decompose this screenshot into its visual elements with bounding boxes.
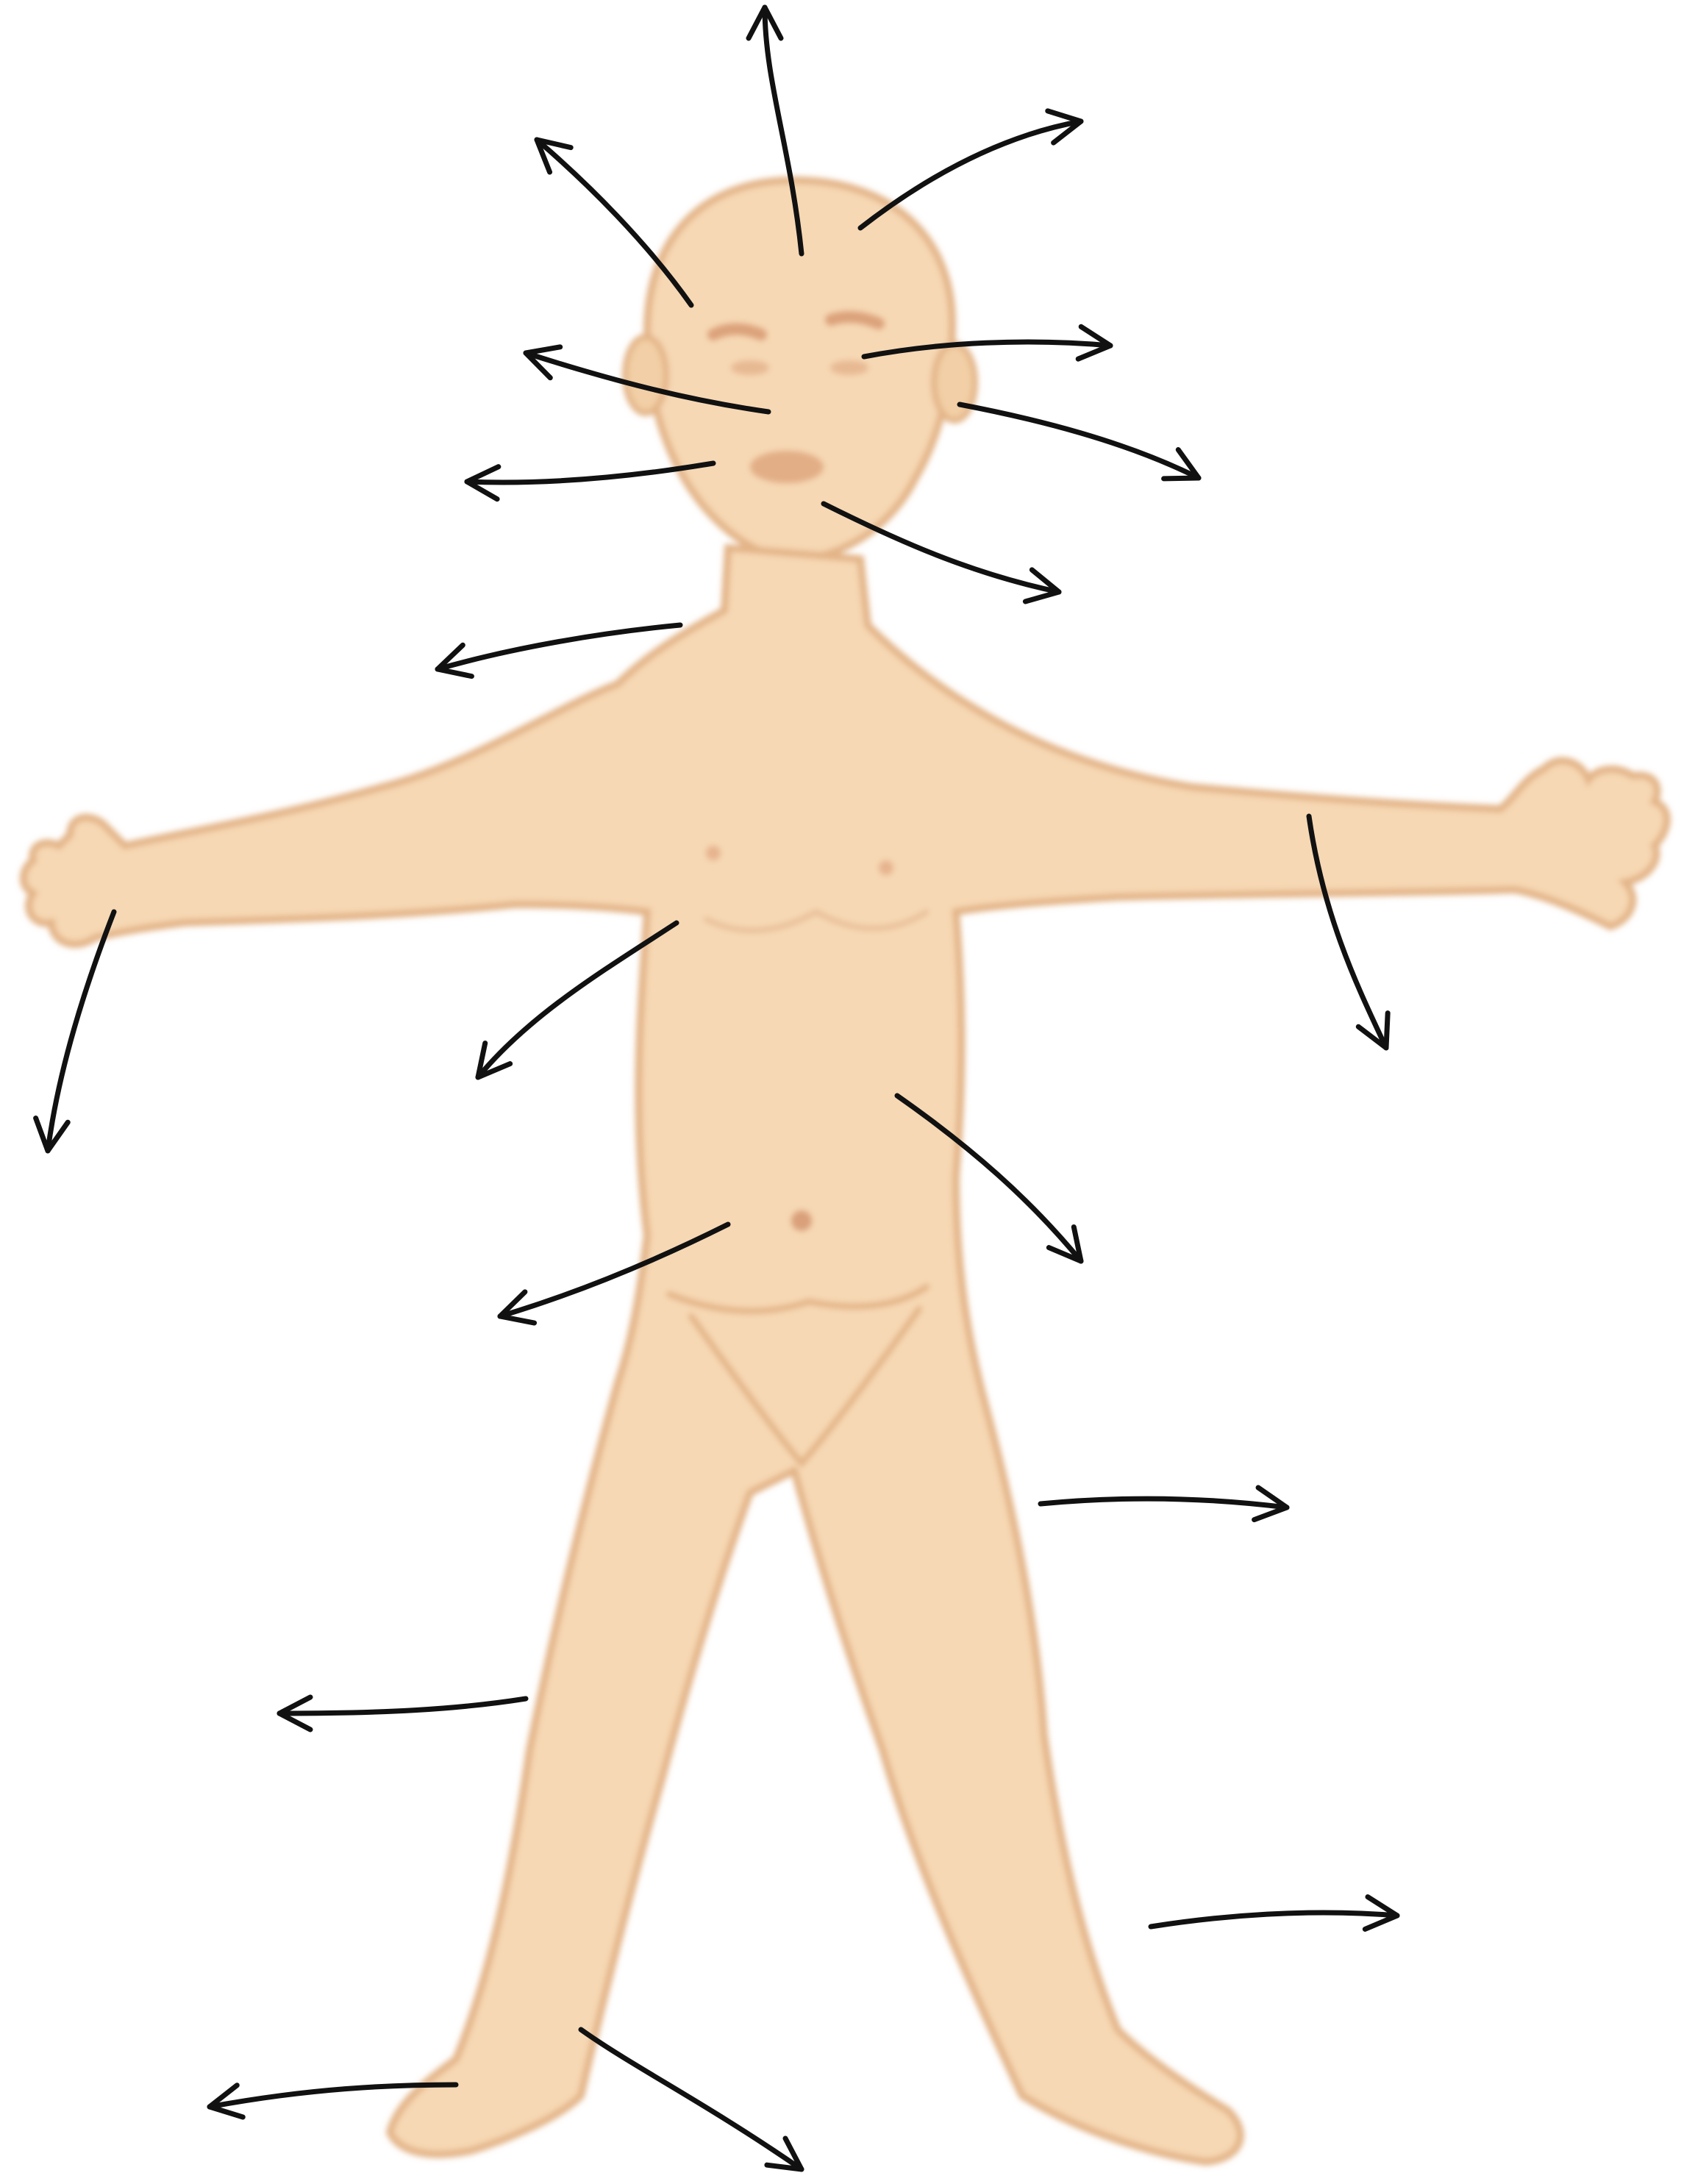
left-eye	[731, 360, 769, 375]
arrow-shaft	[48, 912, 114, 1151]
outward-arrow	[467, 463, 713, 499]
left-ear	[625, 337, 666, 413]
arrow-shaft	[960, 404, 1199, 478]
right-eye	[830, 360, 868, 375]
mouth	[750, 451, 824, 483]
outward-arrow	[581, 2030, 802, 2169]
outward-arrow	[1151, 1897, 1397, 1930]
right-eyebrow	[831, 317, 879, 324]
arrow-head-icon	[767, 2138, 802, 2169]
arrow-shaft	[1041, 1499, 1287, 1507]
human-figure	[24, 180, 1667, 2162]
right-ear	[934, 344, 975, 421]
left-eyebrow	[713, 329, 761, 335]
outward-arrow	[1041, 1488, 1287, 1520]
right-nipple	[879, 860, 893, 875]
arrow-shaft	[1151, 1913, 1397, 1927]
outward-arrow	[279, 1697, 526, 1730]
arrow-shaft	[279, 1699, 526, 1713]
arrow-shaft	[581, 2030, 802, 2169]
body-silhouette	[24, 548, 1667, 2162]
outward-arrow	[960, 404, 1199, 479]
left-nipple	[706, 846, 721, 860]
navel	[791, 1210, 812, 1231]
